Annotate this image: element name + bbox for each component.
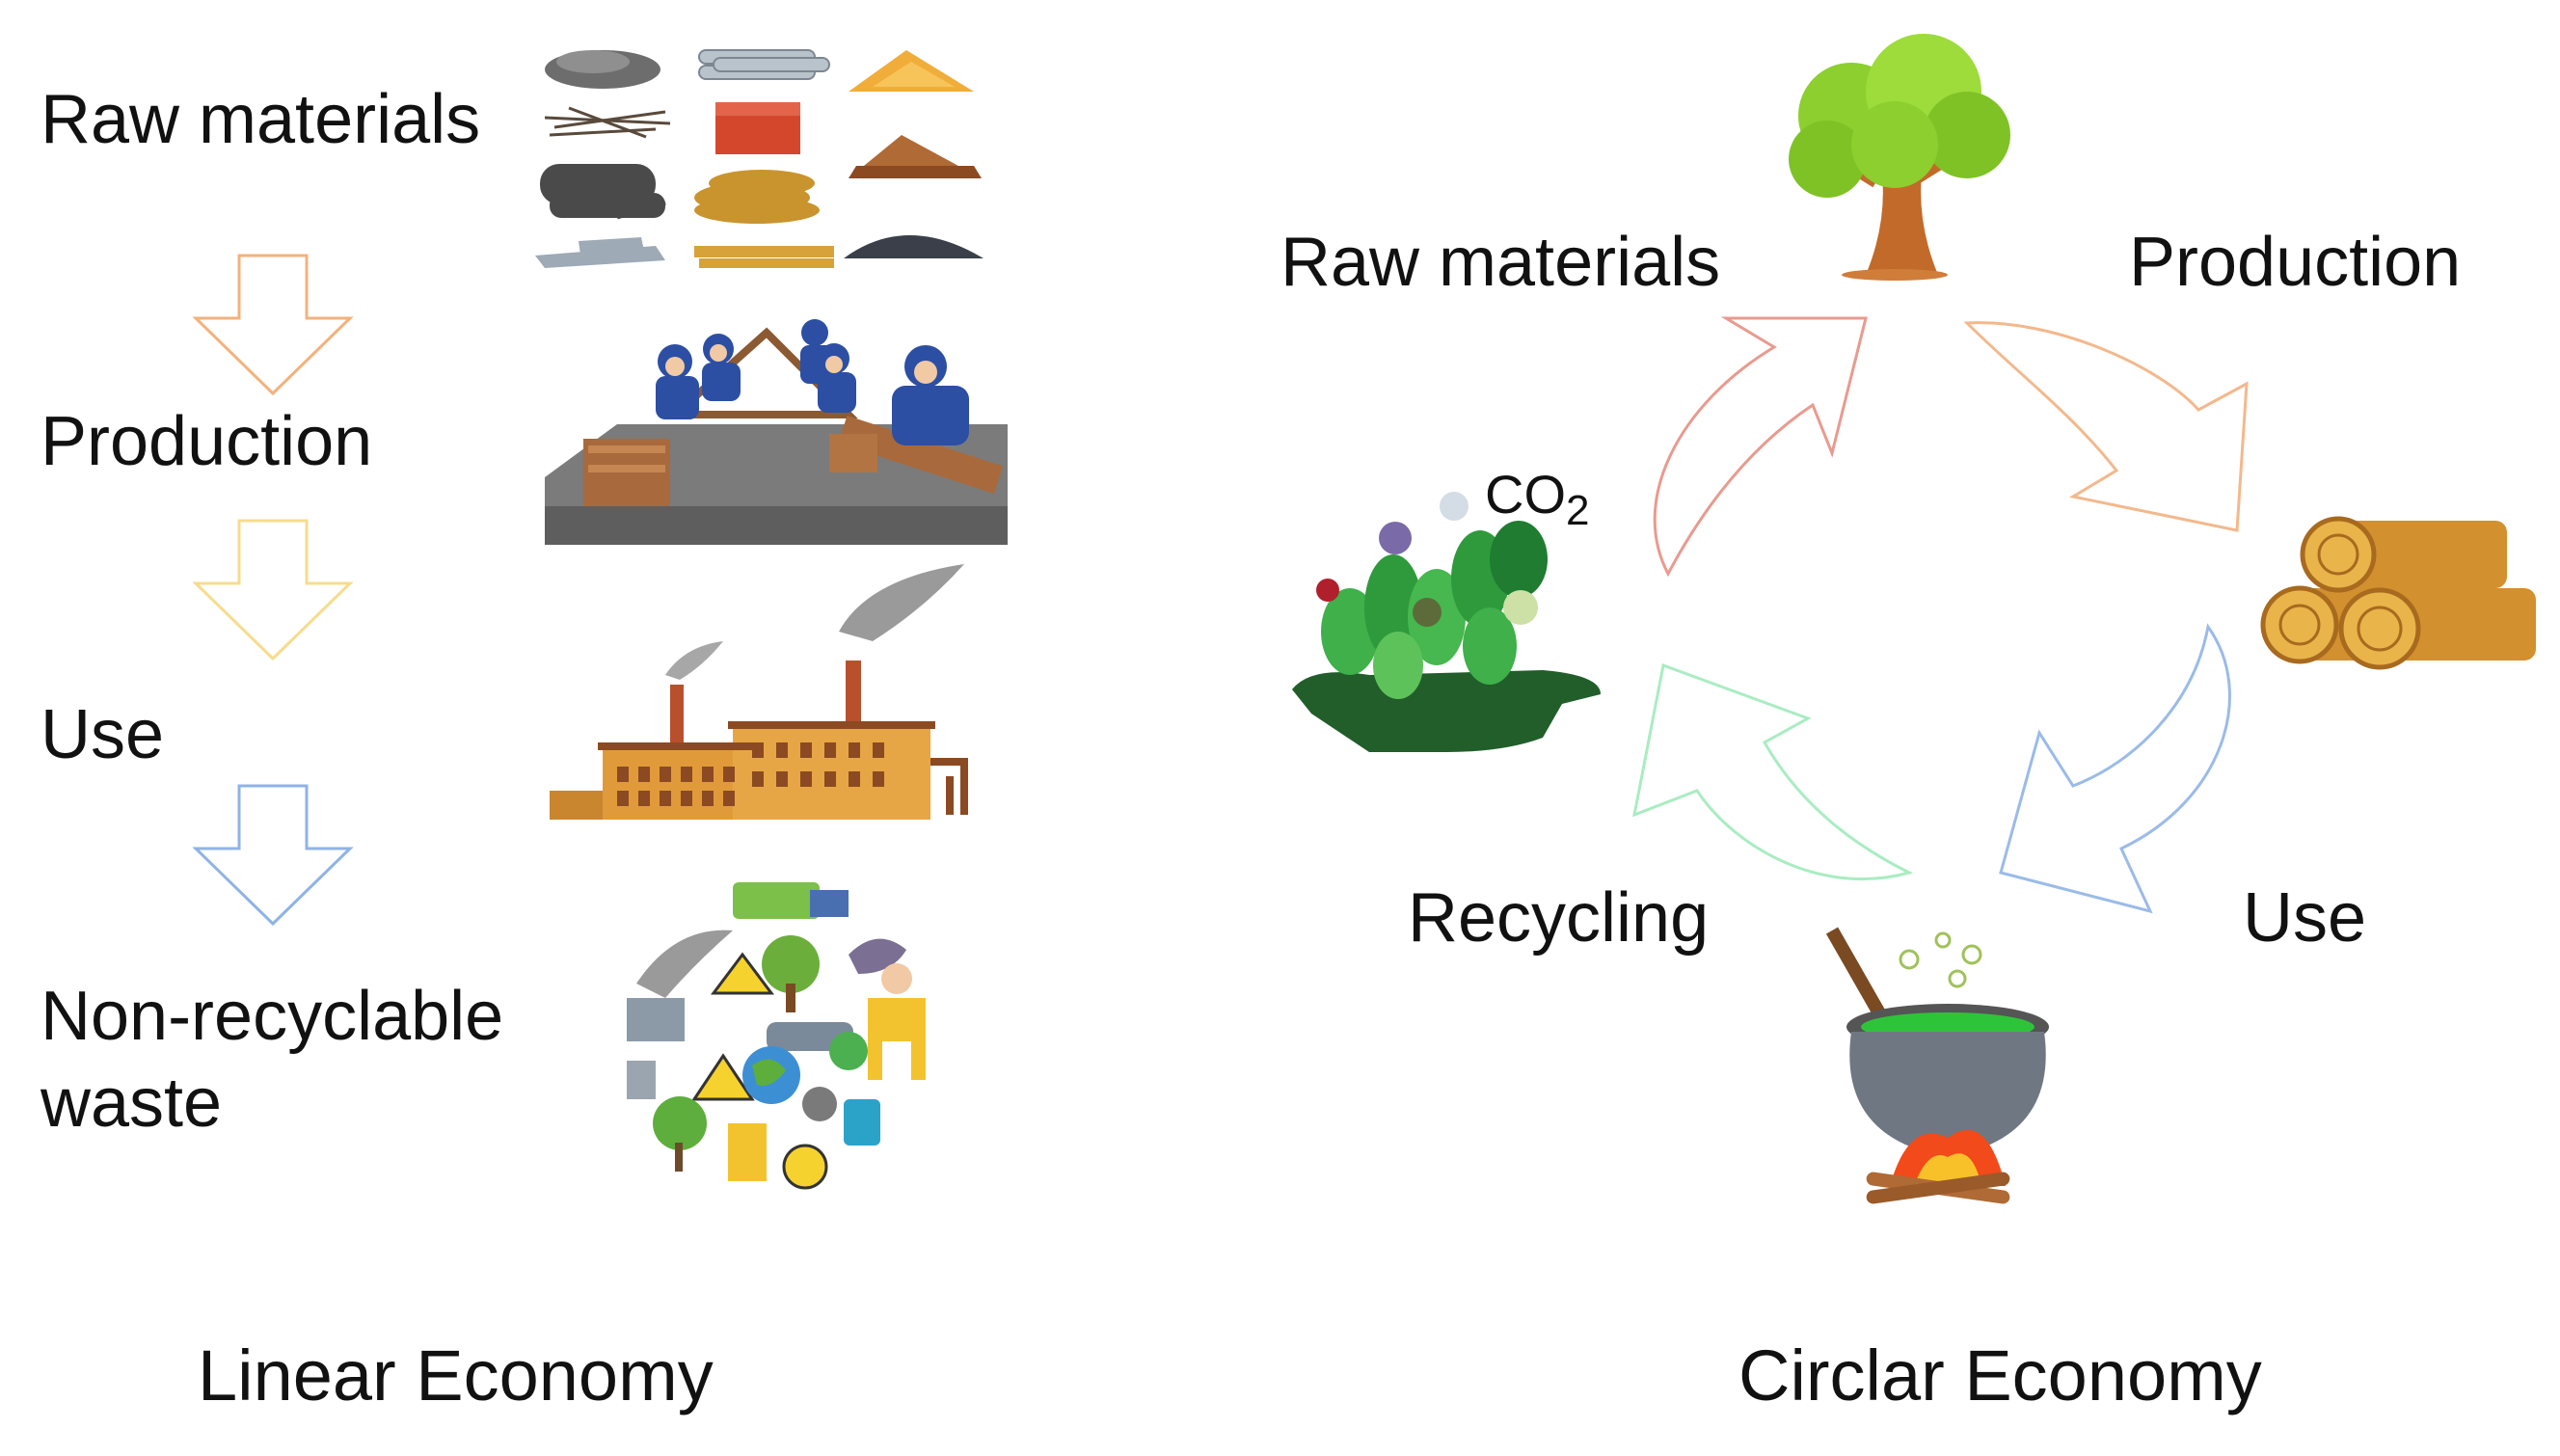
arrow-raw-to-production-icon (1653, 316, 1868, 578)
linear-economy-caption: Linear Economy (198, 1335, 714, 1416)
log-pile-icon (2260, 516, 2536, 670)
circular-label-raw-materials: Raw materials (1280, 224, 1721, 301)
forest-co2-icon (1292, 492, 1601, 752)
raw-materials-icon (535, 49, 984, 268)
linear-step-non-recyclable: Non-recyclable (40, 978, 504, 1055)
co2-subscript: 2 (1566, 487, 1590, 535)
arrow-recycling-to-raw-icon (1632, 662, 1914, 881)
down-arrow-icon (192, 254, 354, 396)
co2-label: CO2 (1485, 463, 1589, 543)
linear-step-use: Use (40, 696, 165, 773)
cauldron-fire-icon (1825, 927, 2049, 1204)
circular-label-recycling: Recycling (1408, 879, 1710, 957)
co2-main: CO (1485, 464, 1566, 525)
tree-icon (1789, 34, 2010, 281)
arrow-use-to-recycling-icon (1999, 623, 2231, 914)
linear-step-production: Production (40, 403, 373, 480)
factory-icon (550, 564, 968, 820)
down-arrow-icon (192, 784, 354, 927)
workers-production-icon (545, 319, 1008, 545)
circular-economy-caption: Circlar Economy (1738, 1335, 2262, 1416)
down-arrow-icon (192, 519, 354, 661)
circular-label-production: Production (2129, 224, 2462, 301)
linear-step-raw-materials: Raw materials (40, 81, 481, 158)
circular-label-use: Use (2243, 879, 2367, 957)
pollution-waste-icon (617, 873, 945, 1200)
arrow-production-to-use-icon (1963, 321, 2249, 532)
linear-step-waste: waste (40, 1065, 223, 1142)
